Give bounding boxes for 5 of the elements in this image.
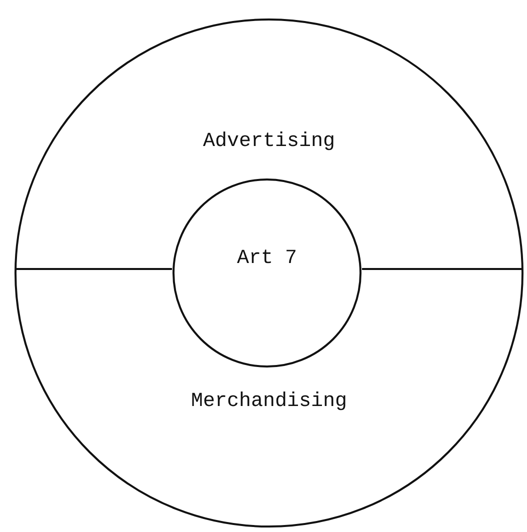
section-label: Advertising	[202, 130, 336, 153]
section-label: Merchandising	[190, 390, 348, 413]
inner-circle	[172, 178, 362, 368]
center-label: Art 7	[237, 247, 297, 271]
outer-circle	[14, 18, 524, 528]
